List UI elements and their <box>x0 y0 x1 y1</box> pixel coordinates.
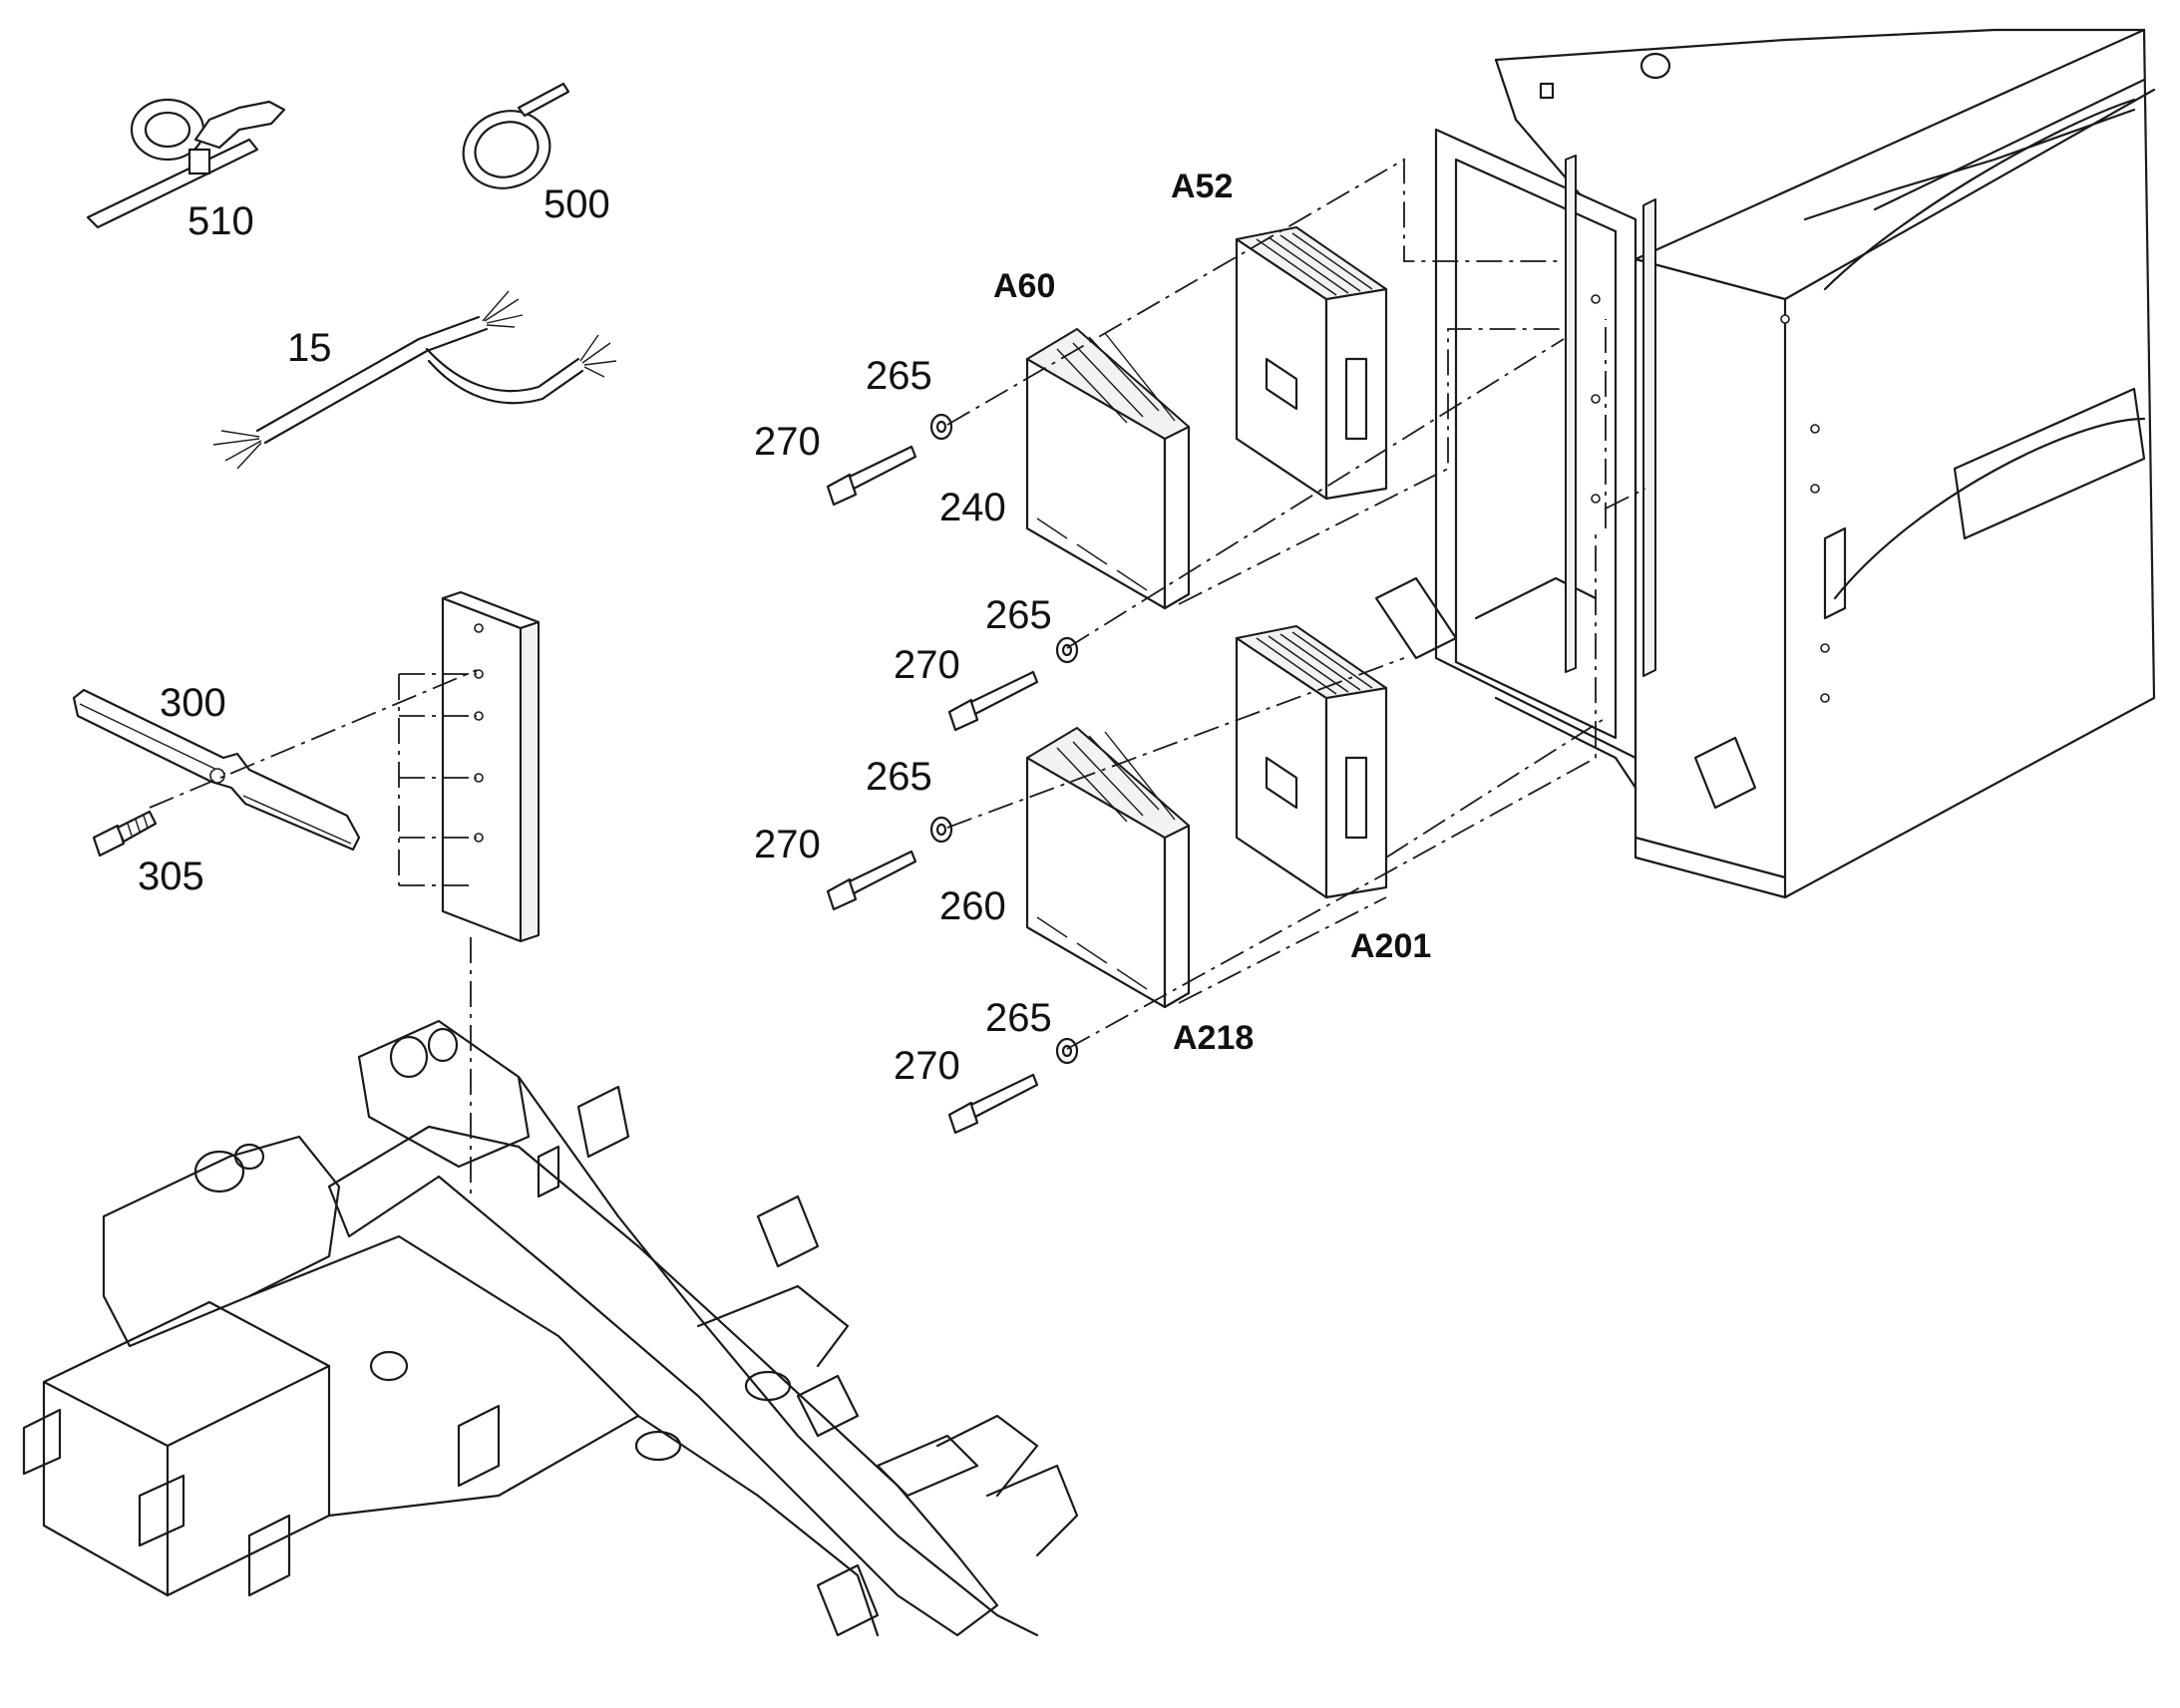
callout-265-d: 265 <box>985 996 1052 1040</box>
callout-270-b: 270 <box>894 643 960 687</box>
cable-tie-with-clip-510 <box>86 98 286 229</box>
washer-265-b <box>1055 636 1079 664</box>
mounting-bar <box>441 590 541 943</box>
callout-a52: A52 <box>1171 168 1233 205</box>
mounting-frame-inner <box>1374 128 1656 790</box>
control-module-a201 <box>1235 625 1388 899</box>
callout-270-d: 270 <box>894 1044 960 1088</box>
callout-270-c: 270 <box>754 823 821 866</box>
hex-bolt-305 <box>92 810 158 857</box>
screw-270-a <box>826 445 917 507</box>
screw-270-c <box>826 850 917 911</box>
callout-265-c: 265 <box>866 755 932 799</box>
callout-300: 300 <box>160 681 226 725</box>
control-module-a52 <box>1235 226 1388 501</box>
control-module-a60-cover-240 <box>1025 328 1191 610</box>
screw-270-d <box>947 1073 1039 1135</box>
screw-270-b <box>947 670 1039 732</box>
callout-510: 510 <box>187 199 254 243</box>
washer-265-a <box>929 413 953 441</box>
wire-harness-15 <box>212 290 617 470</box>
washer-265-d <box>1055 1037 1079 1065</box>
callout-270-a: 270 <box>754 420 821 464</box>
callout-260: 260 <box>939 884 1006 928</box>
callout-265-a: 265 <box>866 354 932 398</box>
cable-tie-500 <box>462 82 570 189</box>
callout-500: 500 <box>544 182 610 226</box>
washer-265-c <box>929 816 953 844</box>
callout-240: 240 <box>939 486 1006 529</box>
callout-a218: A218 <box>1173 1019 1254 1057</box>
callout-305: 305 <box>138 854 204 898</box>
callout-265-b: 265 <box>985 593 1052 637</box>
callout-15: 15 <box>287 326 332 370</box>
callout-a201: A201 <box>1350 927 1431 965</box>
control-module-a218-cover-260 <box>1025 727 1191 1009</box>
callout-a60: A60 <box>993 267 1055 305</box>
machine-chassis-frame <box>22 1019 1079 1637</box>
